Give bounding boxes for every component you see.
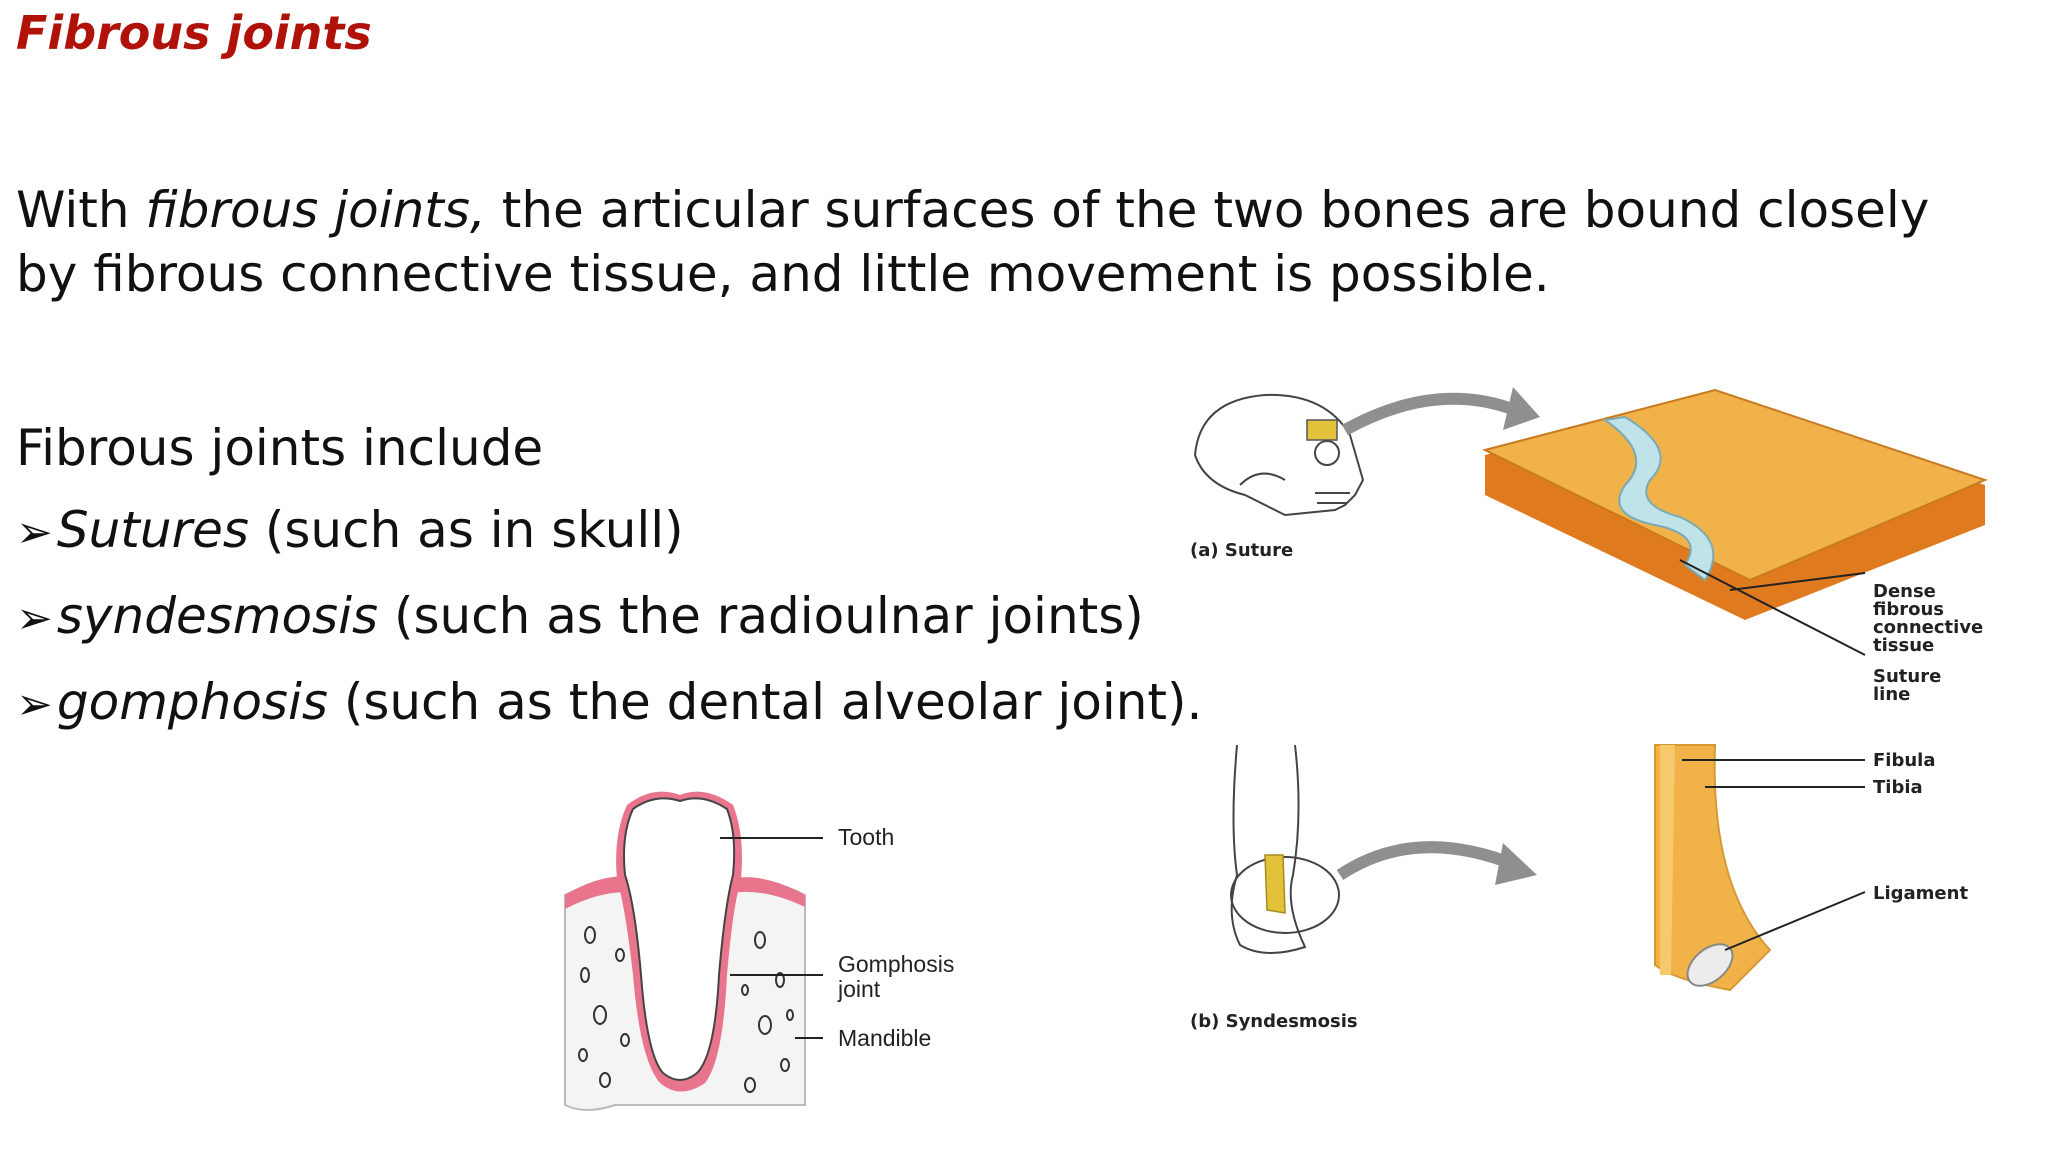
suture-arrowhead xyxy=(1503,387,1540,430)
label-dense-3: connective xyxy=(1873,617,1983,638)
gomphosis-figure: Tooth Gomphosis joint Mandible xyxy=(564,791,954,1111)
intro-after: the articular surfaces of the two bones … xyxy=(16,181,1930,303)
bullet-desc: (such as the dental alveolar joint). xyxy=(327,673,1203,731)
label-tibia: Tibia xyxy=(1873,777,1923,798)
slide-title: Fibrous joints xyxy=(16,6,372,60)
tibia-fibula-bones xyxy=(1654,744,1772,992)
syndesmosis-arrow xyxy=(1336,841,1518,881)
list-lead: Fibrous joints include xyxy=(16,419,544,477)
bullet-term: Sutures xyxy=(56,501,249,559)
label-fibula: Fibula xyxy=(1873,750,1935,771)
caption-syndesmosis: (b) Syndesmosis xyxy=(1190,1011,1358,1032)
suture-leader-lines xyxy=(1679,559,1866,656)
suture-highlight xyxy=(1306,419,1338,441)
syndesmosis-figure: (b) Syndesmosis Fibula Tibia Ligament xyxy=(1190,744,1968,1032)
label-ligament: Ligament xyxy=(1873,883,1968,904)
leg-highlight xyxy=(1264,854,1286,914)
bullet-arrow-icon: ➢ xyxy=(16,507,53,558)
label-dense-1: Dense xyxy=(1873,581,1936,602)
suture-arrow xyxy=(1342,392,1518,436)
suture-bone-block xyxy=(1482,388,1988,620)
syndesmosis-leader-lines xyxy=(1682,759,1866,951)
list-item-gomphosis: ➢gomphosis (such as the dental alveolar … xyxy=(16,672,1202,758)
label-dense-2: fibrous xyxy=(1873,599,1944,620)
label-tooth: Tooth xyxy=(838,824,894,850)
bullet-desc: (such as the radioulnar joints) xyxy=(378,587,1144,645)
bullet-arrow-icon: ➢ xyxy=(16,593,53,644)
skull-illustration xyxy=(1193,393,1365,517)
caption-suture: (a) Suture xyxy=(1190,540,1293,561)
label-dense-4: tissue xyxy=(1873,635,1934,656)
label-suture-1: Suture xyxy=(1873,666,1941,687)
list-item-sutures: ➢Sutures (such as in skull) xyxy=(16,500,1202,586)
bullet-arrow-icon: ➢ xyxy=(16,679,53,730)
leg-illustration xyxy=(1230,744,1340,955)
tooth-illustration xyxy=(616,791,742,1092)
joint-type-list: ➢Sutures (such as in skull) ➢syndesmosis… xyxy=(16,500,1202,758)
intro-term: fibrous joints, xyxy=(145,181,486,239)
suture-figure: (a) Suture Dense fibrous connective tiss… xyxy=(1190,387,1988,705)
bullet-term: gomphosis xyxy=(56,673,328,731)
bullet-term: syndesmosis xyxy=(56,587,379,645)
label-mandible: Mandible xyxy=(838,1025,931,1051)
syndesmosis-arrowhead xyxy=(1495,843,1537,885)
label-suture-2: line xyxy=(1873,684,1910,705)
label-gomphosis-1: Gomphosis xyxy=(838,951,954,977)
intro-paragraph: With fibrous joints, the articular surfa… xyxy=(16,178,1976,306)
intro-before: With xyxy=(16,181,146,239)
list-item-syndesmosis: ➢syndesmosis (such as the radioulnar joi… xyxy=(16,586,1202,672)
bullet-desc: (such as in skull) xyxy=(248,501,684,559)
label-gomphosis-2: joint xyxy=(837,976,881,1002)
tooth-leader-lines xyxy=(720,837,823,1039)
